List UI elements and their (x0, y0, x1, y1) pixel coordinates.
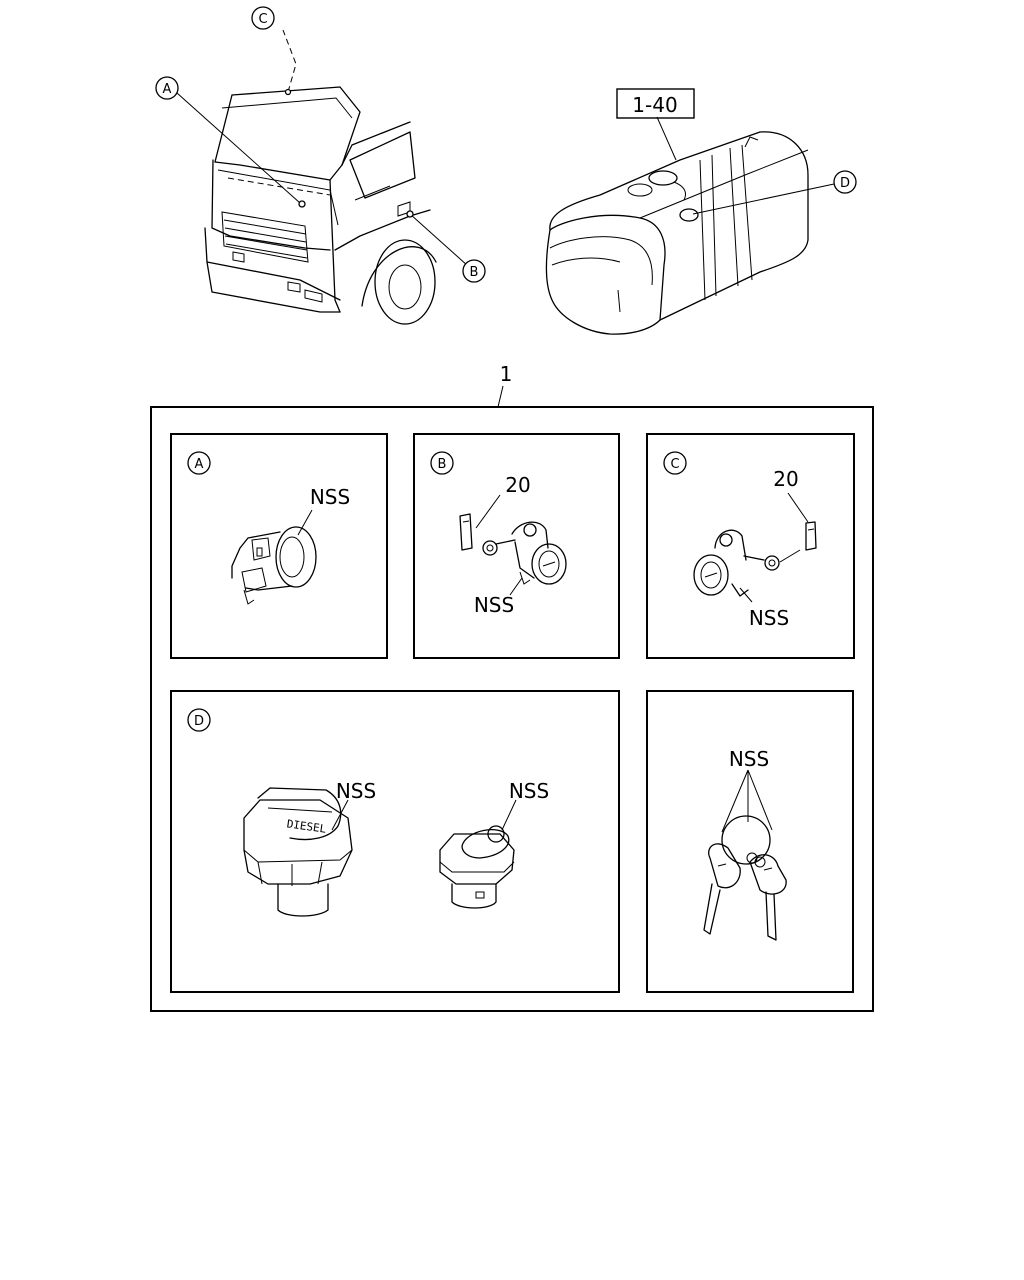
panel-d: D DIESEL NSS NSS (170, 690, 620, 993)
panel-keys-label: NSS (729, 747, 769, 771)
diesel-cap-text: DIESEL (286, 817, 328, 835)
panel-keys: NSS (646, 690, 854, 993)
panel-c-label-nss: NSS (749, 606, 789, 630)
fuel-tank-illustration (545, 116, 835, 335)
panel-c-letter: C (670, 457, 679, 472)
assembly-frame: 1 (150, 362, 874, 1012)
callout-c-letter: C (258, 12, 267, 27)
callout-d: D (833, 170, 857, 194)
tank-reference-box: 1-40 (616, 88, 695, 119)
panel-a-letter: A (195, 457, 204, 472)
tank-reference-label: 1-40 (632, 93, 677, 117)
callout-c: C (251, 6, 275, 30)
side-lock-c-icon (693, 521, 817, 597)
door-lock-cylinder-icon (231, 526, 317, 605)
panel-b-label-part: 20 (505, 473, 530, 497)
panel-c-label-part: 20 (773, 467, 798, 491)
panel-a-label: NSS (310, 485, 350, 509)
callout-a: A (155, 76, 179, 100)
panel-a: A NSS (170, 433, 388, 659)
panel-d-label-locking-cap: NSS (509, 779, 549, 803)
callout-d-letter: D (840, 176, 850, 191)
truck-cab-illustration (176, 29, 469, 325)
panel-d-letter: D (194, 714, 204, 729)
assembly-number: 1 (500, 362, 513, 386)
panel-c: C 20 NSS (646, 433, 855, 659)
callout-b: B (462, 259, 486, 283)
panel-b-letter: B (438, 457, 447, 472)
key-set-icon (703, 815, 787, 941)
callout-a-letter: A (163, 82, 172, 97)
panel-d-label-diesel-cap: NSS (336, 779, 376, 803)
diesel-fuel-cap-icon: DIESEL (243, 787, 353, 917)
locking-fuel-cap-icon (439, 825, 515, 909)
callout-b-letter: B (470, 265, 479, 280)
panel-b: B 20 NSS (413, 433, 620, 659)
side-lock-b-icon (459, 513, 567, 585)
panel-b-label-nss: NSS (474, 593, 514, 617)
